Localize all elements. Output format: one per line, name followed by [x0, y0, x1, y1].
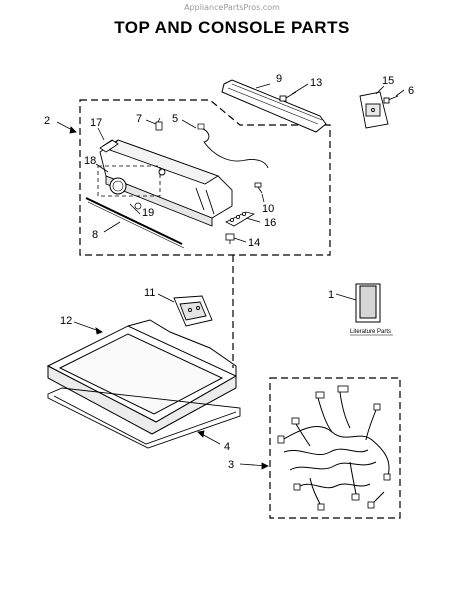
- screw-part-14: [225, 233, 235, 244]
- watermark: AppliancePartsPros.com: [184, 3, 280, 12]
- callout-18: 18: [84, 155, 96, 167]
- gasket-4: [47, 387, 241, 449]
- callout-4: 4: [224, 441, 230, 453]
- page-title: TOP AND CONSOLE PARTS: [114, 18, 350, 37]
- callout-10: 10: [262, 203, 274, 215]
- callout-5: 5: [172, 113, 178, 125]
- leader-lines: [56, 83, 405, 470]
- callout-12: 12: [60, 315, 72, 327]
- callout-9: 9: [276, 73, 282, 85]
- callout-1: 1: [328, 289, 334, 301]
- switch-part: [99, 139, 119, 153]
- screw-part-10: [254, 182, 263, 194]
- callout-3: 3: [228, 459, 234, 471]
- literature-label: Literature Parts: [350, 329, 391, 335]
- callout-8: 8: [92, 229, 98, 241]
- control-board-16: [225, 211, 256, 227]
- knob-group: [97, 165, 161, 210]
- callout-11: 11: [144, 287, 155, 299]
- callout-14: 14: [248, 237, 260, 249]
- callout-2: 2: [44, 115, 50, 127]
- callout-7: 7: [136, 113, 142, 125]
- callout-13: 13: [310, 77, 322, 89]
- callout-6: 6: [408, 85, 414, 97]
- screw-part-6: [383, 95, 399, 104]
- callout-19: 19: [142, 207, 154, 219]
- ui-board-11: [173, 295, 213, 327]
- control-knob: [109, 177, 127, 195]
- console-trim-9: [221, 79, 327, 133]
- bracket-part-15: [359, 91, 389, 129]
- harness-group-outline: [269, 377, 401, 519]
- top-panel-12: [46, 319, 238, 435]
- callout-15: 15: [382, 75, 394, 87]
- clip-part: [155, 117, 163, 131]
- trim-strip: [85, 197, 183, 245]
- console-wire: [199, 127, 269, 169]
- callout-17: 17: [90, 117, 102, 129]
- console-group-outline: [79, 99, 331, 256]
- callout-16: 16: [264, 217, 276, 229]
- literature-book: [355, 283, 381, 323]
- harness-connectors: [277, 385, 391, 511]
- main-wire-harness: [281, 391, 390, 505]
